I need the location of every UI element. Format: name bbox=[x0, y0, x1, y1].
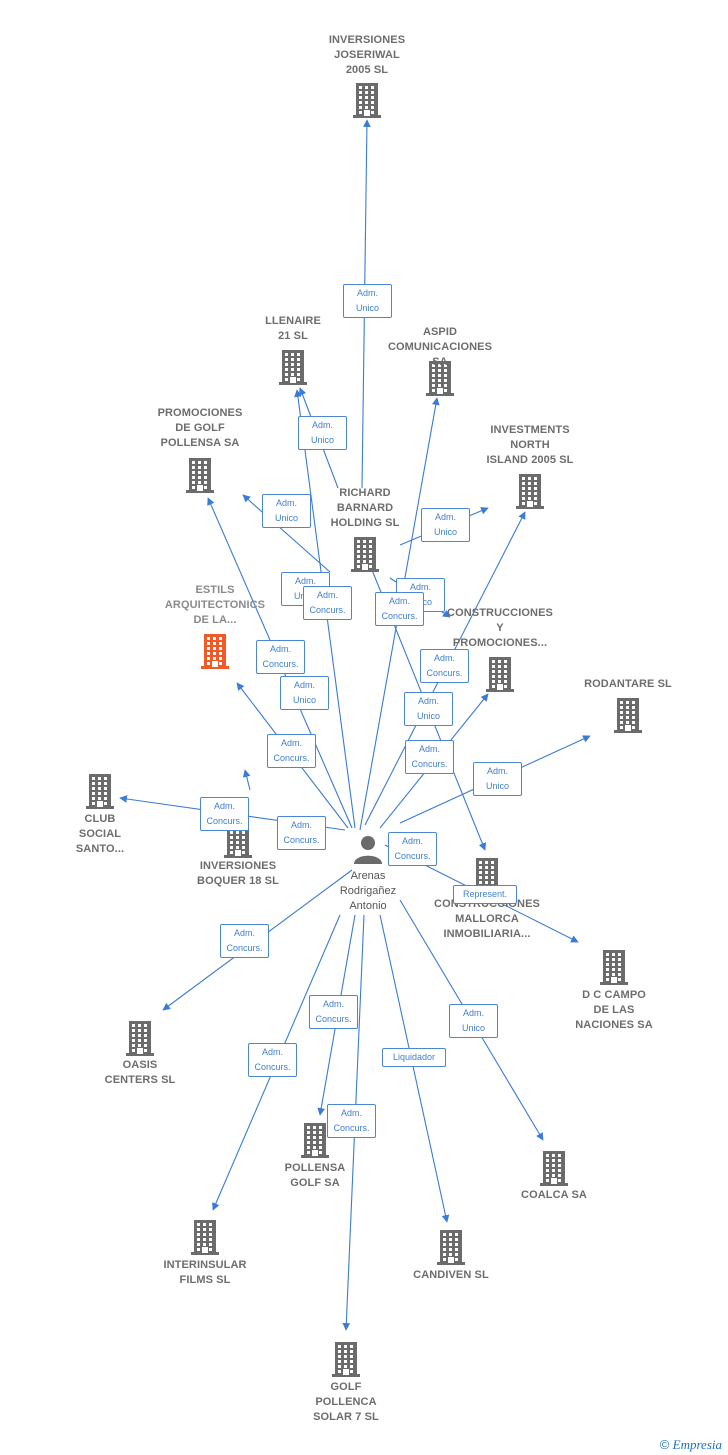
building-icon[interactable] bbox=[124, 1020, 156, 1056]
role-badge[interactable]: Adm. Concurs. bbox=[388, 832, 437, 866]
brand-logo[interactable]: Empresia bbox=[672, 1437, 722, 1452]
building-icon[interactable] bbox=[222, 822, 254, 858]
company-coalca[interactable]: COALCA SA bbox=[494, 1188, 614, 1203]
company-label: INVESTMENTS NORTH ISLAND 2005 SL bbox=[486, 424, 574, 466]
company-aspid[interactable]: ASPID COMUNICACIONES SA bbox=[380, 325, 500, 370]
company-pollensagolf[interactable]: POLLENSA GOLF SA bbox=[255, 1161, 375, 1191]
building-icon[interactable] bbox=[514, 473, 546, 509]
building-icon[interactable] bbox=[435, 1229, 467, 1265]
relationship-edge bbox=[242, 769, 251, 791]
company-label: COALCA SA bbox=[521, 1189, 587, 1201]
role-badge[interactable]: Adm. Unico bbox=[404, 692, 453, 726]
role-badge[interactable]: Adm. Unico bbox=[449, 1004, 498, 1038]
building-icon[interactable] bbox=[538, 1150, 570, 1186]
building-icon[interactable] bbox=[184, 457, 216, 493]
role-badge[interactable]: Adm. Concurs. bbox=[375, 592, 424, 626]
company-label: CLUB SOCIAL SANTO... bbox=[75, 813, 125, 855]
company-oasis[interactable]: OASIS CENTERS SL bbox=[80, 1058, 200, 1088]
company-rodantare[interactable]: RODANTARE SL bbox=[568, 677, 688, 692]
role-badge[interactable]: Represent. bbox=[453, 885, 517, 904]
company-label: INTERINSULAR FILMS SL bbox=[163, 1259, 247, 1286]
building-icon[interactable] bbox=[84, 773, 116, 809]
role-badge[interactable]: Adm. Concurs. bbox=[248, 1043, 297, 1077]
company-joseriwal[interactable]: INVERSIONES JOSERIWAL 2005 SL bbox=[307, 33, 427, 78]
company-investments[interactable]: INVESTMENTS NORTH ISLAND 2005 SL bbox=[470, 423, 590, 468]
company-label: INVERSIONES JOSERIWAL 2005 SL bbox=[328, 34, 406, 76]
company-label: RICHARD BARNARD HOLDING SL bbox=[330, 487, 400, 529]
role-badge[interactable]: Adm. Concurs. bbox=[277, 816, 326, 850]
building-icon[interactable] bbox=[612, 697, 644, 733]
role-badge[interactable]: Adm. Concurs. bbox=[256, 640, 305, 674]
building-icon[interactable] bbox=[598, 949, 630, 985]
company-label: OASIS CENTERS SL bbox=[104, 1059, 176, 1086]
company-label: ASPID COMUNICACIONES SA bbox=[387, 326, 493, 368]
company-estils[interactable]: ESTILS ARQUITECTONICS DE LA... bbox=[155, 583, 275, 628]
building-icon[interactable] bbox=[299, 1122, 331, 1158]
company-label: D C CAMPO DE LAS NACIONES SA bbox=[575, 989, 653, 1031]
copyright-icon: © bbox=[659, 1437, 670, 1452]
building-icon[interactable] bbox=[351, 82, 383, 118]
role-badge[interactable]: Liquidador bbox=[382, 1048, 446, 1067]
role-badge[interactable]: Adm. Concurs. bbox=[327, 1104, 376, 1138]
relationship-edge bbox=[242, 494, 331, 573]
company-label: POLLENSA GOLF SA bbox=[284, 1162, 346, 1189]
company-label: CONSTRUCCIONES Y PROMOCIONES... bbox=[447, 607, 553, 649]
company-golfsolar[interactable]: GOLF POLLENCA SOLAR 7 SL bbox=[286, 1380, 406, 1425]
company-candiven[interactable]: CANDIVEN SL bbox=[391, 1268, 511, 1283]
relationship-edge bbox=[379, 914, 450, 1223]
role-badge[interactable]: Adm. Concurs. bbox=[420, 649, 469, 683]
company-boquer[interactable]: INVERSIONES BOQUER 18 SL bbox=[178, 859, 298, 889]
company-promgolf[interactable]: PROMOCIONES DE GOLF POLLENSA SA bbox=[140, 406, 260, 451]
role-badge[interactable]: Adm. Unico bbox=[280, 676, 329, 710]
building-icon[interactable] bbox=[199, 633, 231, 669]
footer-brand: © Empresia bbox=[660, 1437, 722, 1453]
company-club[interactable]: CLUB SOCIAL SANTO... bbox=[40, 812, 160, 857]
role-badge[interactable]: Adm. Concurs. bbox=[200, 797, 249, 831]
company-label: CANDIVEN SL bbox=[413, 1269, 489, 1281]
role-badge[interactable]: Adm. Concurs. bbox=[267, 734, 316, 768]
building-icon[interactable] bbox=[189, 1219, 221, 1255]
company-construcciones[interactable]: CONSTRUCCIONES Y PROMOCIONES... bbox=[440, 606, 560, 651]
role-badge[interactable]: Adm. Concurs. bbox=[405, 740, 454, 774]
company-llenaire[interactable]: LLENAIRE 21 SL bbox=[233, 314, 353, 344]
building-icon[interactable] bbox=[349, 536, 381, 572]
role-badge[interactable]: Adm. Unico bbox=[298, 416, 347, 450]
person-icon[interactable] bbox=[353, 835, 383, 865]
company-interinsular[interactable]: INTERINSULAR FILMS SL bbox=[145, 1258, 265, 1288]
building-icon[interactable] bbox=[330, 1341, 362, 1377]
company-label: INVERSIONES BOQUER 18 SL bbox=[197, 860, 279, 887]
company-richard[interactable]: RICHARD BARNARD HOLDING SL bbox=[305, 486, 425, 531]
building-icon[interactable] bbox=[484, 656, 516, 692]
role-badge[interactable]: Adm. Concurs. bbox=[309, 995, 358, 1029]
role-badge[interactable]: Adm. Concurs. bbox=[220, 924, 269, 958]
building-icon[interactable] bbox=[424, 360, 456, 396]
role-badge[interactable]: Adm. Unico bbox=[262, 494, 311, 528]
role-badge[interactable]: Adm. Unico bbox=[421, 508, 470, 542]
role-badge[interactable]: Adm. Unico bbox=[473, 762, 522, 796]
person-name[interactable]: Arenas Rodrigañez Antonio bbox=[339, 870, 397, 912]
company-label: LLENAIRE 21 SL bbox=[265, 315, 321, 342]
role-badge[interactable]: Adm. Unico bbox=[343, 284, 392, 318]
company-label: GOLF POLLENCA SOLAR 7 SL bbox=[313, 1381, 379, 1423]
company-dccampo[interactable]: D C CAMPO DE LAS NACIONES SA bbox=[554, 988, 674, 1033]
building-icon[interactable] bbox=[277, 349, 309, 385]
role-badge[interactable]: Adm. Concurs. bbox=[303, 586, 352, 620]
company-label: ESTILS ARQUITECTONICS DE LA... bbox=[164, 584, 266, 626]
company-label: PROMOCIONES DE GOLF POLLENSA SA bbox=[157, 407, 243, 449]
company-label: RODANTARE SL bbox=[584, 678, 672, 690]
